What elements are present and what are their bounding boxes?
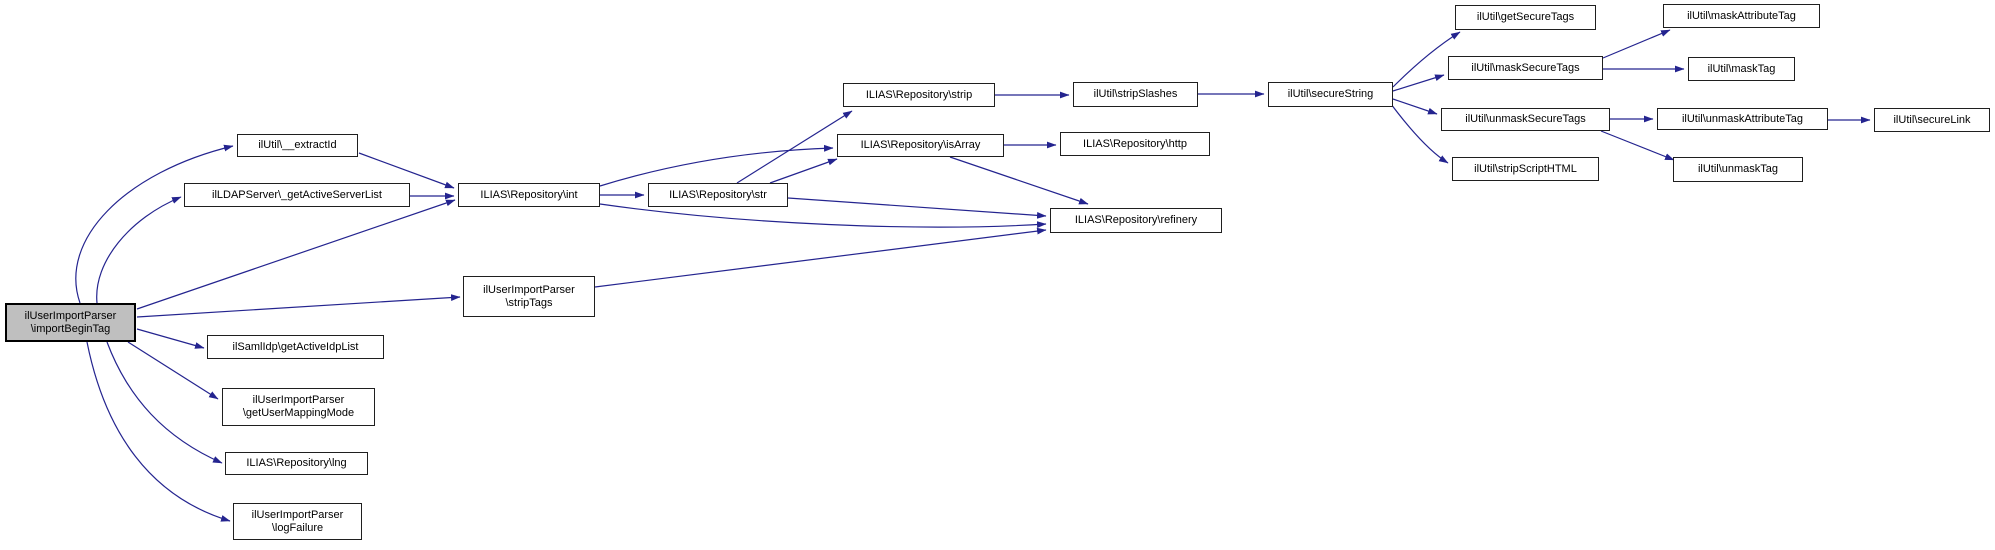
node-label: ilUtil\__extractId (258, 139, 337, 151)
node-maskTag[interactable]: ilUtil\maskTag (1688, 57, 1795, 81)
edge-unmaskSecureTags-unmaskTag (1600, 130, 1675, 161)
node-extractId[interactable]: ilUtil\__extractId (237, 134, 358, 157)
node-label: ilUtil\maskSecureTags (1471, 61, 1580, 74)
node-getSecureTags[interactable]: ilUtil\getSecureTags (1455, 5, 1596, 30)
node-label: ilUtil\unmaskSecureTags (1465, 113, 1586, 125)
edge-importBeginTag-getUserMappingMode (127, 341, 219, 400)
node-label: ILIAS\Repository\http (1083, 137, 1187, 150)
edge-secureString-getSecureTags (1392, 31, 1461, 88)
edge-importBeginTag-getActiveServerList (96, 196, 182, 304)
edge-stripTags-refinery (594, 227, 1047, 288)
edge-importBeginTag-getActiveIdpList (136, 328, 205, 349)
node-stripTags[interactable]: ilUserImportParser\stripTags (463, 276, 595, 317)
node-label: \getUserMappingMode (242, 407, 355, 419)
edge-importBeginTag-lng (106, 341, 223, 464)
node-unmaskSecureTags[interactable]: ilUtil\unmaskSecureTags (1441, 108, 1610, 131)
node-label: ilUtil\maskAttributeTag (1687, 9, 1796, 22)
node-label: \importBeginTag (30, 322, 111, 335)
node-secureString[interactable]: ilUtil\secureString (1268, 82, 1393, 107)
node-isArray[interactable]: ILIAS\Repository\isArray (837, 134, 1004, 157)
node-label: \stripTags (505, 296, 553, 309)
node-logFailure[interactable]: ilUserImportParser\logFailure (233, 503, 362, 540)
node-maskSecureTags[interactable]: ilUtil\maskSecureTags (1448, 56, 1603, 80)
node-label: ilUtil\unmaskTag (1697, 163, 1779, 175)
node-label: ilUserImportParser (483, 283, 575, 296)
edge-importBeginTag-stripTags (136, 294, 461, 318)
node-strip[interactable]: ILIAS\Repository\strip (843, 83, 995, 107)
edge-importBeginTag-extractId (75, 144, 234, 304)
edge-secureString-unmaskSecureTags (1392, 98, 1438, 115)
edge-importBeginTag-logFailure (86, 341, 231, 522)
node-label: ilUtil\stripScriptHTML (1474, 162, 1577, 175)
node-label: ilUtil\maskTag (1707, 62, 1776, 75)
edge-int-isArray (599, 144, 834, 187)
edge-secureString-stripScriptHTML (1390, 103, 1449, 164)
node-http[interactable]: ILIAS\Repository\http (1060, 132, 1210, 156)
node-str[interactable]: ILIAS\Repository\str (648, 183, 788, 207)
node-stripScriptHTML[interactable]: ilUtil\stripScriptHTML (1452, 157, 1599, 181)
node-label: ILIAS\Repository\refinery (1074, 214, 1198, 226)
edge-isArray-refinery (949, 156, 1089, 205)
node-refinery[interactable]: ILIAS\Repository\refinery (1050, 208, 1222, 233)
node-label: ILIAS\Repository\str (669, 188, 767, 201)
edge-extractId-int (358, 152, 455, 189)
node-unmaskTag[interactable]: ilUtil\unmaskTag (1673, 157, 1803, 182)
node-label: ilUtil\stripSlashes (1093, 88, 1178, 100)
node-label: ilSamlIdp\getActiveIdpList (232, 340, 359, 353)
node-label: \logFailure (271, 521, 324, 534)
edge-str-isArray (769, 158, 838, 184)
edge-maskSecureTags-maskAttributeTag (1602, 29, 1671, 59)
node-stripSlashes[interactable]: ilUtil\stripSlashes (1073, 82, 1198, 107)
node-label: ILIAS\Repository\int (480, 188, 578, 201)
edge-int-refinery (599, 203, 1047, 228)
node-label: ilUserImportParser (251, 508, 344, 521)
node-label: ilUtil\getSecureTags (1476, 11, 1575, 23)
node-label: ilUtil\secureString (1287, 88, 1374, 100)
node-int[interactable]: ILIAS\Repository\int (458, 183, 600, 207)
node-maskAttributeTag[interactable]: ilUtil\maskAttributeTag (1663, 4, 1820, 28)
node-importBeginTag[interactable]: ilUserImportParser\importBeginTag (5, 303, 136, 342)
node-unmaskAttributeTag[interactable]: ilUtil\unmaskAttributeTag (1657, 108, 1828, 130)
node-label: ilUserImportParser (252, 394, 345, 406)
node-getUserMappingMode[interactable]: ilUserImportParser\getUserMappingMode (222, 388, 375, 426)
node-label: ILIAS\Repository\lng (246, 457, 347, 469)
node-secureLink[interactable]: ilUtil\secureLink (1874, 108, 1990, 132)
node-label: ilUtil\unmaskAttributeTag (1681, 112, 1804, 125)
edge-importBeginTag-int (136, 199, 456, 310)
edge-str-refinery (787, 197, 1047, 219)
node-label: ilUtil\secureLink (1893, 113, 1971, 126)
node-label: ILIAS\Repository\strip (865, 88, 973, 101)
node-lng[interactable]: ILIAS\Repository\lng (225, 452, 368, 475)
node-label: ilLDAPServer\_getActiveServerList (212, 188, 382, 201)
node-label: ilUserImportParser (24, 309, 117, 322)
node-getActiveIdpList[interactable]: ilSamlIdp\getActiveIdpList (207, 335, 384, 359)
edge-secureString-maskSecureTags (1392, 74, 1445, 92)
edge-str-strip (736, 110, 853, 184)
node-label: ILIAS\Repository\isArray (860, 139, 981, 151)
node-getActiveServerList[interactable]: ilLDAPServer\_getActiveServerList (184, 183, 410, 207)
